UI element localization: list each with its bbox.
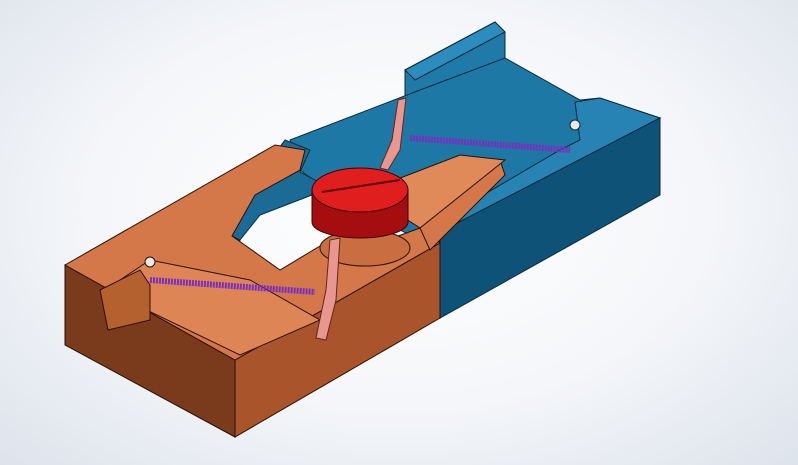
orange-inner-floor bbox=[103, 259, 322, 356]
blue-back-wall-top bbox=[404, 21, 506, 81]
springs bbox=[149, 135, 571, 295]
blue-pin-hole bbox=[569, 119, 581, 131]
blade-upper bbox=[379, 97, 407, 171]
orange-housing[interactable] bbox=[63, 144, 507, 438]
knob-slot bbox=[321, 179, 401, 193]
red-knob[interactable] bbox=[311, 167, 409, 239]
blade-lower bbox=[315, 237, 341, 341]
orange-pin-hole bbox=[144, 256, 156, 268]
knob-top bbox=[311, 167, 409, 213]
spring-right bbox=[409, 135, 571, 153]
spring-left bbox=[149, 277, 316, 295]
pink-blade[interactable] bbox=[315, 97, 407, 341]
orange-left-block bbox=[99, 269, 151, 331]
